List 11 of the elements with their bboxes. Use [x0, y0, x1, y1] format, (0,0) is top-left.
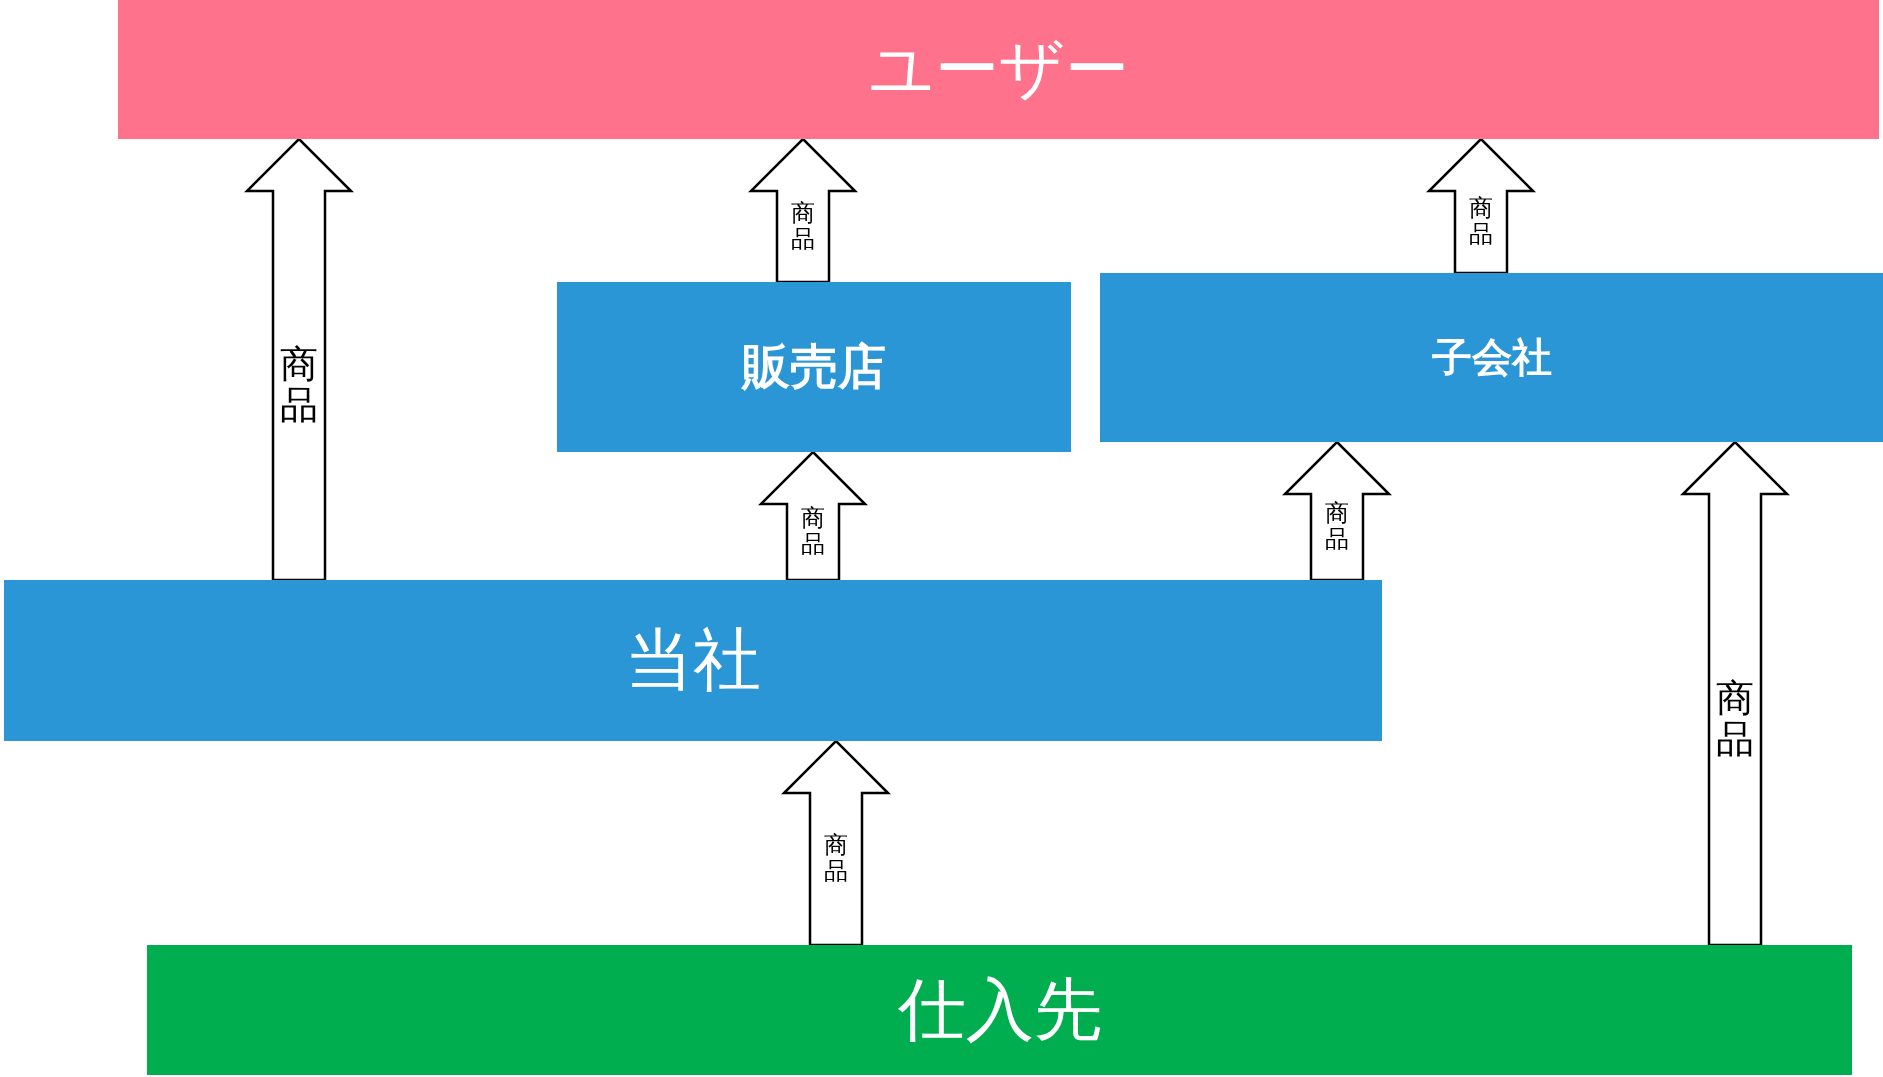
edge-label: 商品 — [791, 199, 815, 253]
process-box: 子会社 — [1100, 273, 1883, 442]
footer-band: 仕入先 — [147, 945, 1852, 1075]
edge-label: 商品 — [1469, 195, 1493, 248]
process-box: 販売店 — [557, 282, 1071, 452]
edge-label: 商品 — [824, 832, 848, 885]
edge-label: 商品 — [1325, 500, 1349, 553]
header-band: ユーザー — [118, 0, 1879, 139]
edge-label: 商品 — [801, 505, 825, 558]
process-box: 当社 — [4, 580, 1382, 741]
block-arrow — [1680, 440, 1790, 947]
